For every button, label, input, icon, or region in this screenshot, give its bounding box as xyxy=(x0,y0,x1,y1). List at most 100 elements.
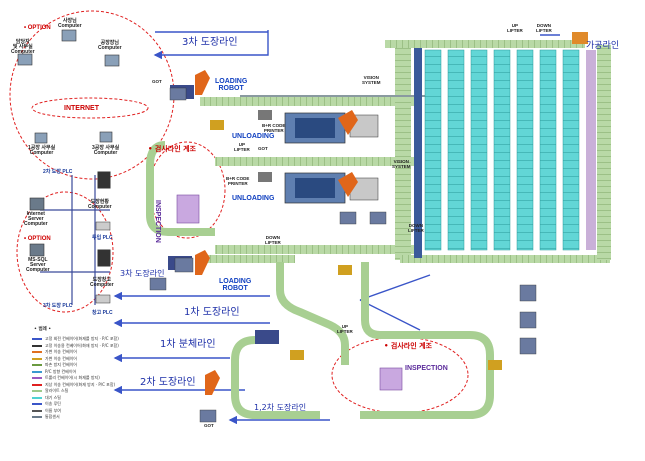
inspection-top-label: • 검사라인 계조 xyxy=(148,145,196,153)
legend-item: P/C 방향 컨베이어 xyxy=(32,369,142,376)
plc3-label: 3차 도장 PLC xyxy=(43,303,73,309)
plant1-office-label: 1공장 사무실 Computer xyxy=(28,145,56,156)
inspection-box-top xyxy=(176,194,200,224)
legend-item-label: 통합센서 xyxy=(45,414,60,420)
inspection-label-1: INSPECTION xyxy=(154,200,161,243)
line3-label: 3차 도장라인 xyxy=(182,37,238,48)
option-top: • OPTION xyxy=(24,25,51,31)
legend-title: • 범례 • xyxy=(34,327,52,332)
barcode-printer-2: B+R CODE PRINTER xyxy=(226,176,250,186)
legend-item-label: 이름 부여 xyxy=(45,407,61,413)
loading-robot-2: LOADING ROBOT xyxy=(219,278,252,292)
inspection-label-2: INSPECTION xyxy=(405,365,448,372)
legend-item: 알라이트 스틸 xyxy=(32,388,142,395)
up-lifter-3: UP LIFTER xyxy=(337,324,353,334)
manager-computer-label: 담당자 및 사무실 Computer xyxy=(11,39,35,55)
internet-oval xyxy=(31,97,149,119)
internet-label: INTERNET xyxy=(64,105,99,112)
flow-arrows xyxy=(113,30,560,425)
legend-swatch xyxy=(32,364,42,367)
legend-item-label: P/C 방향 컨베이어 xyxy=(45,368,77,374)
vision-system-2: VISION SYSTEM xyxy=(392,159,411,169)
conveyors xyxy=(146,40,610,419)
legend-item: 이름 부여 xyxy=(32,408,142,415)
legend-item-label: 파손 방지 컨베이어 xyxy=(45,362,77,368)
barcode-printer-1: B+R CODE PRINTER xyxy=(262,123,286,133)
legend-swatch xyxy=(32,416,42,419)
legend-swatch xyxy=(32,377,42,380)
legend-item-label: 가변 이송 컨베이어 xyxy=(45,349,77,355)
server-label: Internet Server Computer xyxy=(24,211,48,227)
down-lifter-2: DOWN LIFTER xyxy=(265,235,281,245)
legend-item: 가변 이송 컨베이어 xyxy=(32,356,142,363)
inspection-box-bottom xyxy=(379,367,403,391)
network-cables xyxy=(40,175,110,305)
network-ellipse-bottom xyxy=(16,191,114,313)
got-label-1: GOT xyxy=(152,79,162,84)
legend-item-label: 트롤리 컨베이어(시 화재를 방지) xyxy=(45,375,100,381)
sql-server-label: MS-SQL Server Computer xyxy=(26,257,50,273)
legend-swatch xyxy=(32,383,42,386)
forklifts xyxy=(210,120,502,370)
president-computer-label: 사장님 Computer xyxy=(58,18,82,29)
plc2-label: 2차 도장 PLC xyxy=(43,169,73,175)
legend-list: 고정 회전 컨베이어(화재를 방지 · P/C 포함)고정 이송용 컨베이어(화… xyxy=(32,336,142,421)
plant3-office-label: 3공장 사무실 Computer xyxy=(92,145,120,156)
loading-robot-1: LOADING ROBOT xyxy=(215,78,248,92)
line1-label: 1차 도장라인 xyxy=(184,307,240,318)
inspection-bottom-label: • 검사라인 계조 xyxy=(384,342,432,350)
legend-item: 통합센서 xyxy=(32,414,142,421)
warehouse-plc-label: 창고 PLC xyxy=(92,310,113,316)
down-lifter-1: DOWN LIFTER xyxy=(536,23,552,33)
legend-swatch xyxy=(32,344,42,347)
legend-item: 가변 이송 컨베이어 xyxy=(32,349,142,356)
inspection-ellipse-bottom xyxy=(331,336,469,414)
legend-item: 지상 이송 컨베이어(화재 방지 · P/C 포함) xyxy=(32,382,142,389)
legend-item-label: 고정 회전 컨베이어(화재를 방지 · P/C 포함) xyxy=(45,336,119,342)
legend-swatch xyxy=(32,403,42,406)
legend-swatch xyxy=(32,396,42,399)
option-mid: • OPTION xyxy=(24,236,51,242)
legend-item-label: 이송 루틴 xyxy=(45,401,61,407)
up-lifter-2: UP LIFTER xyxy=(234,142,250,152)
legend-swatch xyxy=(32,390,42,393)
legend-item: 대기 스틸 xyxy=(32,395,142,402)
legend-swatch xyxy=(32,357,42,360)
processing-line-label: 가공라인 xyxy=(586,41,620,51)
legend-swatch xyxy=(32,409,42,412)
storage-racks xyxy=(414,45,611,260)
legend-item: 고정 이송용 컨베이어(화재 방지 · P/C 포함) xyxy=(32,343,142,350)
robot-arms xyxy=(195,70,358,395)
input-plc-label: 투입 PLC xyxy=(92,235,113,241)
line1-powder-label: 1차 분체라인 xyxy=(160,339,216,350)
line2-label: 2차 도장라인 xyxy=(140,377,196,388)
paint-monitor-label: 도장현황 Computer xyxy=(88,199,112,210)
unloading-1: UNLOADING xyxy=(232,133,275,140)
legend-item-label: 대기 스틸 xyxy=(45,394,61,400)
legend-item: 파손 방지 컨베이어 xyxy=(32,362,142,369)
unloading-2: UNLOADING xyxy=(232,195,275,202)
legend-swatch xyxy=(32,351,42,354)
computer-icons xyxy=(17,29,120,304)
legend-item-label: 고정 이송용 컨베이어(화재 방지 · P/C 포함) xyxy=(45,342,119,348)
legend-swatch xyxy=(32,370,42,373)
legend-item-label: 지상 이송 컨베이어(화재 방지 · P/C 포함) xyxy=(45,381,116,387)
legend-item-label: 가변 이송 컨베이어 xyxy=(45,355,77,361)
got-label-3: GOT xyxy=(204,423,214,428)
legend-item-label: 알라이트 스틸 xyxy=(45,388,69,394)
processing-line-box xyxy=(572,32,588,44)
got-label-2: GOT xyxy=(258,146,268,151)
floor-panels xyxy=(149,87,537,423)
legend-item: 이송 루틴 xyxy=(32,401,142,408)
legend-swatch xyxy=(32,338,42,341)
down-lifter-3: DOWN LIFTER xyxy=(408,223,424,233)
line3b-label: 3차 도장라인 xyxy=(120,269,165,278)
legend-item: 트롤리 컨베이어(시 화재를 방지) xyxy=(32,375,142,382)
warehouse-computer-label: 도장창고 Computer xyxy=(90,277,114,288)
legend-item: 고정 회전 컨베이어(화재를 방지 · P/C 포함) xyxy=(32,336,142,343)
line12-label: 1,2차 도장라인 xyxy=(254,403,307,412)
vision-system-1: VISION SYSTEM xyxy=(362,75,381,85)
up-lifter-1: UP LIFTER xyxy=(507,23,523,33)
